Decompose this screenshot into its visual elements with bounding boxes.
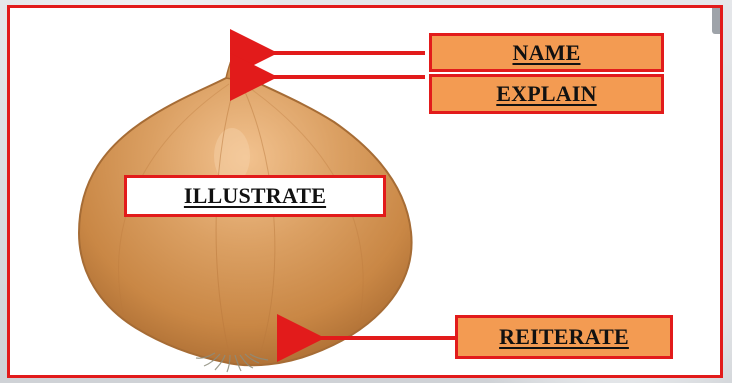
diagram-frame: NAME EXPLAIN ILLUSTRATE REITERATE xyxy=(7,5,723,378)
reiterate-label-box: REITERATE xyxy=(455,315,673,359)
illustrate-label: ILLUSTRATE xyxy=(184,183,326,209)
reiterate-label: REITERATE xyxy=(499,324,629,350)
explain-label: EXPLAIN xyxy=(496,81,596,107)
name-label-box: NAME xyxy=(429,33,664,72)
explain-label-box: EXPLAIN xyxy=(429,74,664,114)
name-label: NAME xyxy=(512,40,580,66)
illustrate-label-box: ILLUSTRATE xyxy=(124,175,386,217)
